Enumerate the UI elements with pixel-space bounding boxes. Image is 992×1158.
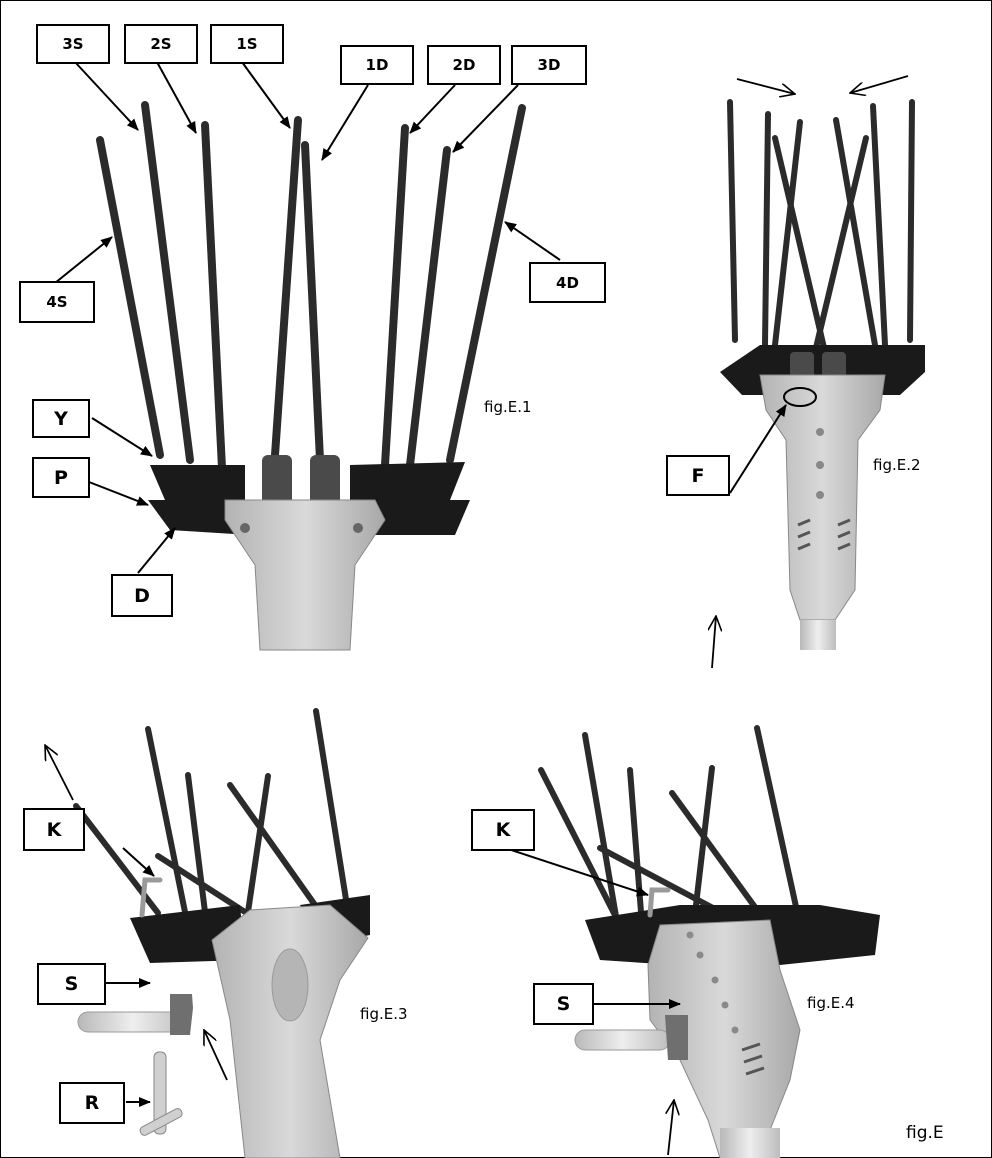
fig-e1-illustration bbox=[100, 105, 522, 650]
label-s-e4: S bbox=[533, 983, 594, 1025]
caption-fig-e1: fig.E.1 bbox=[484, 398, 532, 416]
figure-title: fig.E bbox=[906, 1123, 944, 1143]
label-3s: 3S bbox=[36, 24, 110, 64]
fig-e3-body bbox=[212, 905, 368, 1158]
label-f: F bbox=[666, 455, 730, 496]
fig-e1-body bbox=[225, 500, 385, 650]
label-2d: 2D bbox=[427, 45, 501, 85]
label-4s: 4S bbox=[19, 281, 95, 323]
fig-e1-springs bbox=[262, 455, 340, 507]
label-d: D bbox=[111, 574, 173, 617]
label-3d: 3D bbox=[511, 45, 587, 85]
fig-e3-tines bbox=[76, 711, 348, 913]
label-4d: 4D bbox=[529, 262, 606, 303]
fig-e1-tines bbox=[100, 105, 522, 468]
fig-e4-tines bbox=[541, 728, 800, 928]
caption-fig-e3: fig.E.3 bbox=[360, 1005, 408, 1023]
label-s-e3: S bbox=[37, 963, 106, 1005]
caption-fig-e2: fig.E.2 bbox=[873, 456, 921, 474]
label-1s: 1S bbox=[210, 24, 284, 64]
fig-e3-pin bbox=[139, 1052, 184, 1137]
fig-e4-tube bbox=[720, 1128, 780, 1158]
label-k-e4: K bbox=[471, 809, 535, 851]
fig-e2-tines bbox=[730, 102, 912, 352]
label-p: P bbox=[32, 457, 90, 498]
label-k-e3: K bbox=[23, 808, 85, 851]
fig-e4-illustration bbox=[541, 728, 880, 1158]
label-1d: 1D bbox=[340, 45, 414, 85]
caption-fig-e4: fig.E.4 bbox=[807, 994, 855, 1012]
fig-e2-tube bbox=[800, 620, 836, 650]
fig-e2-illustration bbox=[720, 102, 925, 650]
label-y: Y bbox=[32, 399, 90, 438]
label-2s: 2S bbox=[124, 24, 198, 64]
label-r-e3: R bbox=[59, 1082, 125, 1124]
